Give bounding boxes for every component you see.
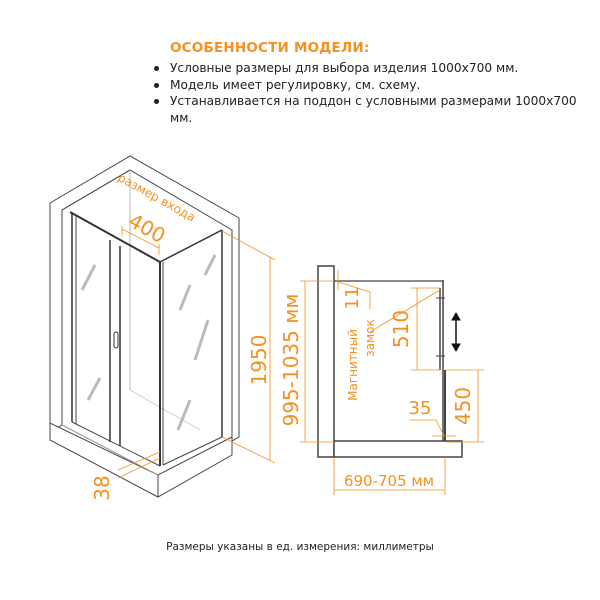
height-value: 1950 bbox=[247, 335, 271, 386]
features-title: ОСОБЕННОСТИ МОДЕЛИ: bbox=[170, 40, 370, 56]
magnet-lock-label-line2: замок bbox=[363, 319, 377, 356]
units-note: Размеры указаны в ед. измерения: миллиме… bbox=[166, 541, 434, 553]
feature-item: Модель имеет регулировку, см. схему. bbox=[152, 77, 592, 94]
side-section-drawing bbox=[317, 265, 463, 458]
adjust-arrow-icon bbox=[451, 311, 461, 353]
glass-reflection bbox=[80, 254, 217, 431]
tray bbox=[333, 440, 463, 458]
tray-offset-value: 38 bbox=[90, 475, 114, 500]
feature-item: Устанавливается на поддон с условными ра… bbox=[152, 93, 592, 126]
isometric-shower-drawing bbox=[49, 155, 240, 498]
feature-item: Условные размеры для выбора изделия 1000… bbox=[152, 60, 592, 77]
magnet-lock-label-line1: Магнитный bbox=[346, 329, 360, 401]
lower-height-value: 450 bbox=[451, 387, 475, 425]
depth-range-value: 690-705 мм bbox=[344, 472, 434, 490]
top-gap-value: 11 bbox=[342, 287, 363, 310]
door-handle bbox=[113, 331, 119, 349]
wall bbox=[317, 265, 335, 458]
offset-value: 35 bbox=[409, 398, 432, 419]
model-features: ОСОБЕННОСТИ МОДЕЛИ: Условные размеры для… bbox=[152, 40, 592, 126]
upper-height-value: 510 bbox=[389, 310, 413, 348]
iso-dimensions bbox=[117, 226, 276, 479]
features-list: Условные размеры для выбора изделия 1000… bbox=[152, 60, 592, 126]
width-range-value: 995-1035 мм bbox=[279, 294, 303, 427]
side-dimensions bbox=[300, 270, 484, 495]
